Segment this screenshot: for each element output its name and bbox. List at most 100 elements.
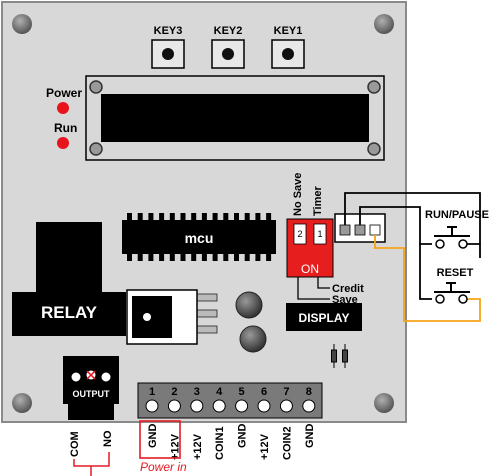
mcu-pin [266, 213, 272, 221]
power-led [57, 102, 69, 114]
mcu-pin [159, 253, 165, 261]
output-com-label: COM [69, 431, 81, 457]
terminal-number: 6 [261, 386, 267, 398]
mcu-label: mcu [185, 230, 214, 246]
lcd-display [85, 75, 385, 161]
terminal-label: COIN1 [214, 426, 226, 460]
terminal-number: 2 [171, 386, 177, 398]
mcu-pin [255, 213, 261, 221]
output-title: OUTPUT [73, 389, 111, 399]
mcu-pin [137, 213, 143, 221]
mcu-pin [212, 213, 218, 221]
terminal-screw [190, 399, 204, 413]
mcu-pin [159, 213, 165, 221]
power-label: Power [46, 86, 82, 100]
button-wires [344, 192, 481, 322]
key2-label: KEY2 [214, 25, 243, 37]
run-label: Run [54, 121, 77, 135]
diodes [331, 344, 348, 368]
mcu-pin [212, 253, 218, 261]
key3-label: KEY3 [154, 25, 183, 37]
mounting-hole-top-right [374, 14, 394, 34]
key1-button[interactable]: KEY1 [271, 25, 305, 69]
mcu-pin [234, 253, 239, 261]
display-connector [286, 303, 362, 331]
no-save-label: No Save [292, 173, 304, 216]
run-pause-button[interactable]: RUN/PAUSE [425, 209, 489, 249]
terminal-screw [257, 399, 271, 413]
reset-button[interactable]: RESET [434, 267, 474, 304]
mcu-pin [223, 253, 229, 261]
terminal-screw [302, 399, 316, 413]
dip-switch[interactable]: 2 1 ON [286, 218, 334, 278]
button-connector [334, 213, 386, 243]
capacitor-2 [239, 325, 267, 353]
dip-number-1: 1 [317, 229, 322, 239]
terminal-label: GND [304, 424, 316, 449]
mcu-pin [191, 213, 197, 221]
key3-button[interactable]: KEY3 [151, 25, 185, 69]
power-in-label: Power in [140, 460, 187, 474]
mcu-pin [244, 253, 250, 261]
mcu-chip: mcu [122, 213, 276, 261]
dip-on-label: ON [301, 262, 319, 276]
mcu-pin [127, 253, 132, 261]
mounting-hole-bottom-right [374, 393, 394, 413]
terminal-screw [145, 399, 159, 413]
terminal-number: 3 [194, 386, 200, 398]
mcu-pin [255, 253, 261, 261]
key2-button[interactable]: KEY2 [211, 25, 245, 69]
terminal-number: 4 [216, 386, 223, 398]
terminal-number: 7 [283, 386, 289, 398]
mcu-pin [169, 253, 175, 261]
terminal-block: 1 2 3 4 5 6 7 8 [137, 382, 323, 419]
dip-number-2: 2 [297, 229, 302, 239]
credit-label: Credit [332, 283, 364, 295]
lcd-screen [101, 94, 369, 142]
key1-label: KEY1 [274, 25, 303, 37]
terminal-number: 1 [149, 386, 155, 398]
terminal-screw [279, 399, 293, 413]
run-led [57, 137, 69, 149]
relay: RELAY [12, 222, 126, 336]
terminal-screw [167, 399, 181, 413]
terminal-label: +12V [192, 433, 204, 460]
mcu-pin [201, 253, 207, 261]
relay-label: RELAY [41, 303, 98, 322]
voltage-regulator [126, 289, 218, 345]
reset-label: RESET [437, 267, 474, 279]
mounting-hole-bottom-left [12, 393, 32, 413]
mcu-pin [234, 213, 239, 221]
power-in-bracket [139, 420, 181, 459]
mcu-pin [244, 213, 250, 221]
capacitor-1 [235, 291, 263, 319]
pcb-board [1, 1, 407, 423]
terminal-label: GND [237, 424, 249, 449]
mcu-pin [137, 253, 143, 261]
mcu-pin [127, 213, 132, 221]
timer-label: Timer [312, 186, 324, 216]
terminal-screw [212, 399, 226, 413]
output-terminal: OUTPUT [63, 356, 119, 420]
mcu-pin [191, 253, 197, 261]
terminal-label: +12V [259, 433, 271, 460]
mcu-pin [148, 253, 154, 261]
mcu-pin [169, 213, 175, 221]
mcu-pin [266, 253, 272, 261]
output-no-label: NO [102, 430, 114, 447]
mcu-pin [148, 213, 154, 221]
terminal-number: 8 [306, 386, 312, 398]
mcu-pin [201, 213, 207, 221]
mcu-pin [180, 213, 186, 221]
mcu-pin [223, 213, 229, 221]
terminal-label: GND [147, 424, 159, 449]
run-pause-label: RUN/PAUSE [425, 209, 489, 221]
terminal-label: +12V [169, 433, 181, 460]
dip-callout-lines [297, 277, 330, 300]
terminal-number: 5 [239, 386, 245, 398]
mounting-hole-top-left [12, 14, 32, 34]
display-label: DISPLAY [299, 311, 350, 325]
terminal-screw [235, 399, 249, 413]
terminal-label: COIN2 [281, 426, 293, 460]
